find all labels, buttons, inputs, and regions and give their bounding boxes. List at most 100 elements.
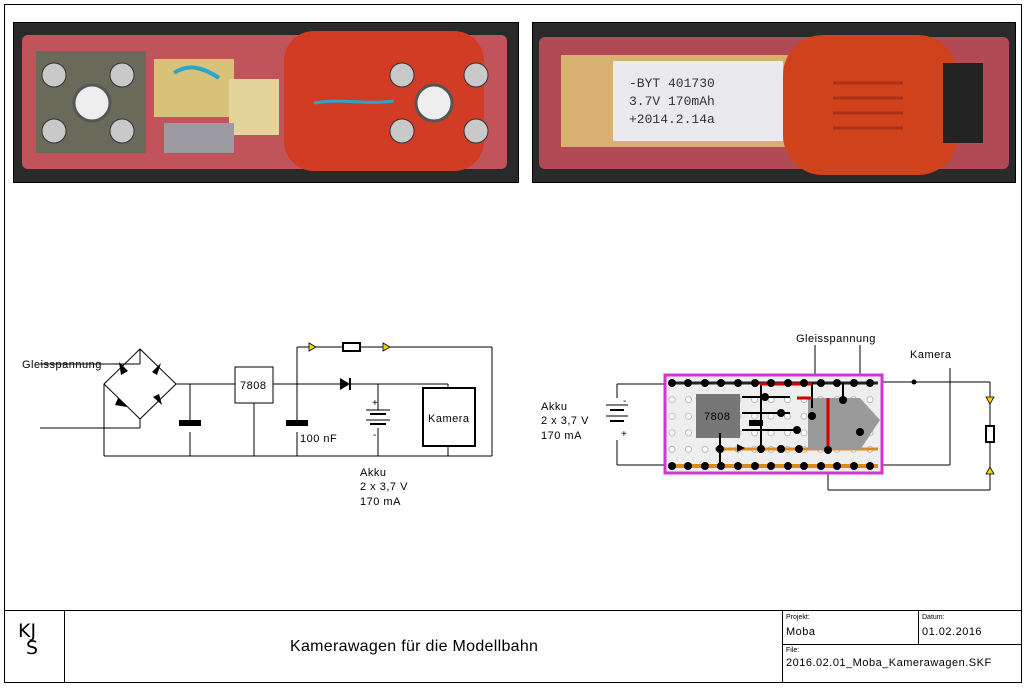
board-hole — [685, 429, 692, 437]
board-hole — [784, 412, 791, 420]
capacitor-100nf — [286, 420, 308, 426]
board-battery-minus: - — [623, 396, 626, 407]
board-akku-voltage: 2 x 3,7 V — [541, 415, 589, 427]
board-pad — [866, 379, 874, 387]
board-akku-label: Akku — [541, 401, 567, 413]
board-pad — [668, 462, 676, 470]
board-akku-capacity: 170 mA — [541, 430, 582, 442]
board-hole — [668, 445, 676, 453]
board-pad — [833, 462, 841, 470]
battery-print-line-1: -BYT 401730 — [629, 76, 715, 91]
titleblock-row-divider — [782, 644, 1022, 645]
drawing-sheet-border — [4, 4, 1022, 683]
board-hole — [701, 445, 709, 453]
bridge-diodes — [115, 362, 162, 407]
board-hole — [800, 412, 808, 420]
battery-print-line-2: 3.7V 170mAh — [629, 94, 715, 109]
board-hole — [767, 412, 775, 420]
akku-voltage-label: 2 x 3,7 V — [360, 481, 408, 493]
battery-symbol — [366, 409, 390, 425]
board-hole — [668, 429, 676, 437]
board-pad — [817, 462, 825, 470]
board-pad — [757, 445, 765, 453]
datum-value: 01.02.2016 — [922, 626, 983, 638]
projekt-caption: Projekt: — [786, 614, 810, 621]
board-pad — [761, 393, 769, 401]
diode-top-1 — [308, 342, 317, 352]
titleblock-top-line — [4, 610, 1022, 611]
board-hole — [685, 396, 692, 404]
battery-plus-sign: + — [372, 398, 378, 409]
board-pad — [717, 379, 725, 387]
file-caption: File: — [786, 647, 800, 654]
titleblock-date-divider — [918, 610, 919, 644]
board-regulator-label: 7808 — [704, 411, 730, 423]
akku-label: Akku — [360, 467, 386, 479]
board-hole — [685, 445, 692, 453]
board-pad — [866, 462, 874, 470]
board-camera-label: Kamera — [910, 349, 952, 361]
projekt-value: Moba — [786, 626, 816, 638]
board-hole — [800, 429, 808, 437]
datum-caption: Datum: — [922, 614, 945, 621]
board-pad — [717, 462, 725, 470]
board-pad — [777, 445, 785, 453]
camera-label: Kamera — [428, 413, 470, 425]
board-pad — [701, 379, 709, 387]
titleblock-main-divider — [782, 610, 783, 683]
board-pad — [833, 379, 841, 387]
camera-box — [422, 387, 476, 447]
resistor-top — [342, 342, 361, 352]
board-regulator — [696, 394, 740, 438]
board-pad — [800, 462, 808, 470]
board-pad — [784, 462, 792, 470]
file-value: 2016.02.01_Moba_Kamerawagen.SKF — [786, 657, 992, 669]
board-pad — [684, 462, 692, 470]
board-pad — [734, 462, 742, 470]
board-pad — [751, 462, 759, 470]
titleblock-logo-divider — [64, 610, 65, 683]
board-battery-plus: + — [621, 429, 627, 440]
diode-top-2 — [382, 342, 391, 352]
board-hole — [668, 396, 676, 404]
battery-minus-sign: - — [373, 430, 376, 441]
board-pad — [800, 379, 808, 387]
gleisspannung-label: Gleisspannung — [22, 359, 102, 371]
capacitor-1 — [179, 420, 201, 426]
board-pad — [856, 428, 864, 436]
board-pad — [716, 445, 724, 453]
board-pad — [839, 396, 847, 404]
board-pad — [824, 446, 832, 454]
board-hole — [751, 412, 758, 420]
board-pad — [684, 379, 692, 387]
board-pad — [784, 379, 792, 387]
capacitor-label: 100 nF — [300, 433, 337, 445]
board-pad — [777, 409, 785, 417]
board-hole — [685, 412, 692, 420]
board-pad — [795, 445, 803, 453]
board-pad — [817, 379, 825, 387]
board-pad — [668, 379, 676, 387]
board-hole — [866, 396, 874, 404]
board-pad — [767, 462, 775, 470]
board-hole — [668, 412, 676, 420]
wagon-battery-photo: -BYT 401730 3.7V 170mAh +2014.2.14a — [532, 22, 1016, 183]
circuit-drawing: + - Gleisspannung 7808 100 nF Kamera Akk… — [22, 333, 995, 508]
board-pad — [701, 462, 709, 470]
circuit-schematic — [40, 346, 493, 457]
akku-capacity-label: 170 mA — [360, 496, 401, 508]
regulator-label: 7808 — [240, 380, 266, 392]
battery-print-line-3: +2014.2.14a — [629, 112, 715, 127]
diode-main — [340, 378, 350, 390]
board-pad — [850, 462, 858, 470]
board-pad — [734, 379, 742, 387]
board-pad — [793, 426, 801, 434]
board-pad — [767, 379, 775, 387]
drawing-title: Kamerawagen für die Modellbahn — [290, 638, 539, 655]
perfboard-layout: - + — [606, 345, 995, 491]
wagon-chassis-photo — [13, 22, 519, 183]
board-pad — [850, 379, 858, 387]
board-pad — [751, 379, 759, 387]
board-pad — [808, 412, 816, 420]
